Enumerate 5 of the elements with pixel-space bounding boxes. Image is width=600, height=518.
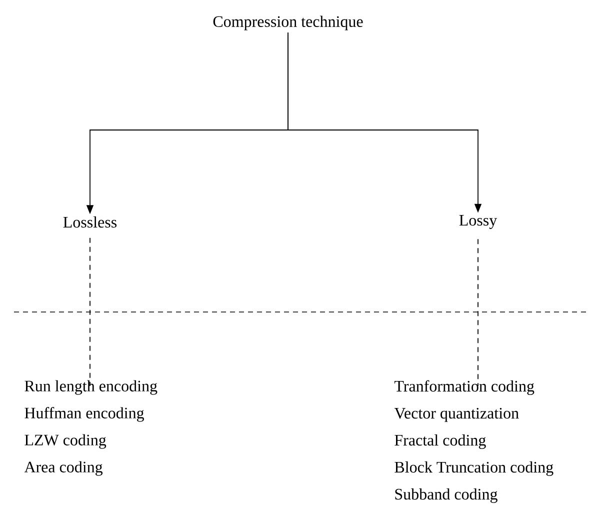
heading-text: Compression technique <box>213 16 363 30</box>
item-list: Run length encoding Huffman encoding LZW coding Area coding <box>24 380 158 476</box>
item-list: Tranformation coding Vector quantization Fractal coding Block Truncation coding Subband coding <box>394 380 554 503</box>
category-label: Lossless <box>63 216 117 228</box>
category-label: Lossy <box>459 215 498 229</box>
